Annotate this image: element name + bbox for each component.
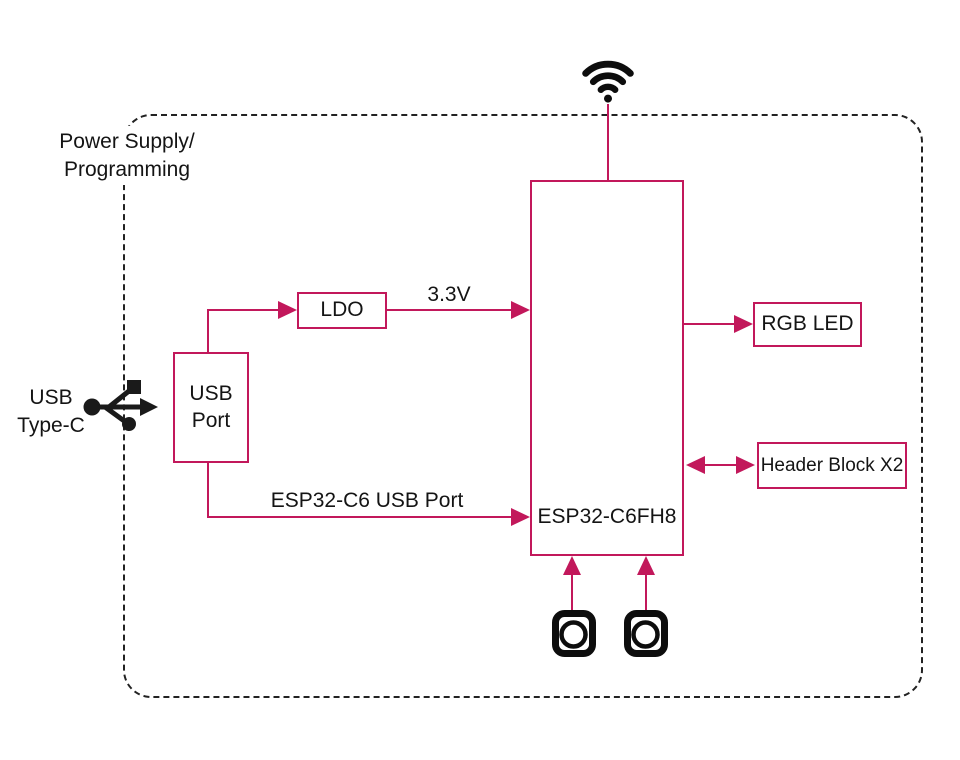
rail-3v3-label: 3.3V (427, 283, 471, 306)
power-supply-title-line2: Programming (63, 157, 191, 181)
arrowhead-into-rgbled (734, 315, 753, 333)
power-supply-title-line1: Power Supply/ (59, 130, 195, 153)
wifi-icon (582, 57, 634, 103)
usbport-to-ldo-line (207, 309, 279, 352)
usb-port-label-line2: Port (191, 408, 231, 432)
arrowhead-into-esp32-left (686, 456, 705, 474)
usb-type-c-label-line2: Type-C (17, 413, 85, 437)
esp32-label: ESP32-C6FH8 (537, 505, 677, 528)
rgb-led-label: RGB LED (761, 312, 854, 336)
usb-port-block: USB Port (173, 352, 249, 463)
esp32-usb-port-label: ESP32-C6 USB Port (270, 489, 464, 512)
arrowhead-3v3-into-esp32 (511, 301, 530, 319)
usbport-to-esp32-line (207, 463, 512, 518)
arrowhead-into-ldo (278, 301, 297, 319)
ldo-block: LDO (297, 292, 387, 329)
arrowhead-usb-into-esp32 (511, 508, 530, 526)
arrowhead-into-headerblock (736, 456, 755, 474)
esp32-block: ESP32-C6FH8 (530, 180, 684, 556)
usb-type-c-label-line1: USB (29, 386, 73, 409)
usb-icon (82, 377, 162, 433)
arrowhead-button1-up (563, 556, 581, 575)
usb-port-label-line1: USB (189, 382, 233, 406)
push-button-right-icon (624, 610, 668, 657)
arrowhead-button2-up (637, 556, 655, 575)
header-block-label: Header Block X2 (760, 454, 904, 476)
ldo-label: LDO (320, 298, 364, 322)
usb-type-c-label: USB Type-C (10, 384, 92, 439)
usb-port-label: USB Port (189, 381, 232, 434)
rgb-led-block: RGB LED (753, 302, 862, 347)
power-supply-title: Power Supply/ Programming (48, 126, 206, 186)
push-button-left-icon (552, 610, 596, 657)
header-block: Header Block X2 (757, 442, 907, 489)
